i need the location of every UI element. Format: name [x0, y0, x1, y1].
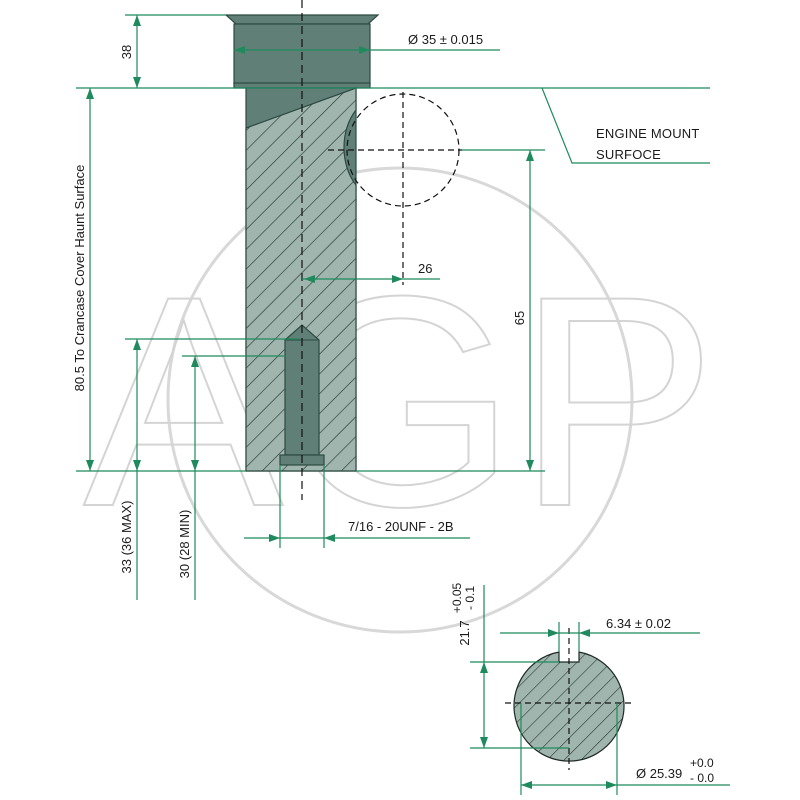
- dim-flange-height: 38: [119, 14, 226, 88]
- dim-overall-length: 80.5 To Crancase Cover Haunt Surface: [72, 88, 246, 472]
- dim-thread-depth-max: 33 (36 MAX): [119, 338, 300, 600]
- dim-33-text: 33 (36 MAX): [119, 501, 134, 574]
- engine-mount-label-1: ENGINE MOUNT: [596, 126, 700, 141]
- dim-21-7-plus: +0.05: [450, 582, 464, 613]
- engine-mount-leader: [541, 87, 710, 164]
- dim-21-7-minus: - 0.1: [463, 586, 477, 610]
- dim-6-34-text: 6.34 ± 0.02: [606, 616, 671, 631]
- dim-26-text: 26: [418, 261, 432, 276]
- dim-thread-depth-min: 30 (28 MIN): [177, 355, 286, 600]
- cross-section-disc: [513, 651, 625, 762]
- watermark: AGP: [82, 166, 718, 634]
- dim-mount-height: 65: [356, 149, 545, 472]
- dim-65-text: 65: [512, 311, 527, 325]
- watermark-text: AGP: [83, 233, 717, 569]
- watermark-ring: [166, 166, 634, 634]
- shaft-cross-section: [505, 628, 633, 770]
- dim-shaft-diameter: Ø 25.39 +0.0 - 0.0: [520, 703, 730, 795]
- dim-25-39-plus: +0.0: [690, 756, 714, 770]
- crank-circle: [346, 93, 460, 207]
- dim-flange-diameter: Ø 35 ± 0.015: [234, 32, 500, 54]
- dim-80-5-text: 80.5 To Crancase Cover Haunt Surface: [72, 165, 87, 392]
- shaft-section: [245, 87, 357, 472]
- dim-25-39-minus: - 0.0: [690, 771, 714, 785]
- engine-mount-label-2: SURFOCE: [596, 147, 661, 162]
- dim-21-7-text: 21.7: [457, 620, 472, 645]
- dim-offset: 26: [302, 261, 440, 283]
- dim-35-text: Ø 35 ± 0.015: [408, 32, 483, 47]
- dim-thread: 7/16 - 20UNF - 2B: [244, 465, 470, 548]
- dim-thread-text: 7/16 - 20UNF - 2B: [348, 519, 454, 534]
- dim-25-39-text: Ø 25.39: [636, 766, 682, 781]
- dim-key-height: 21.7 +0.05 - 0.1: [450, 582, 569, 749]
- dim-30-text: 30 (28 MIN): [177, 510, 192, 579]
- dim-38-text: 38: [119, 45, 134, 59]
- dim-key-width: 6.34 ± 0.02: [500, 616, 700, 652]
